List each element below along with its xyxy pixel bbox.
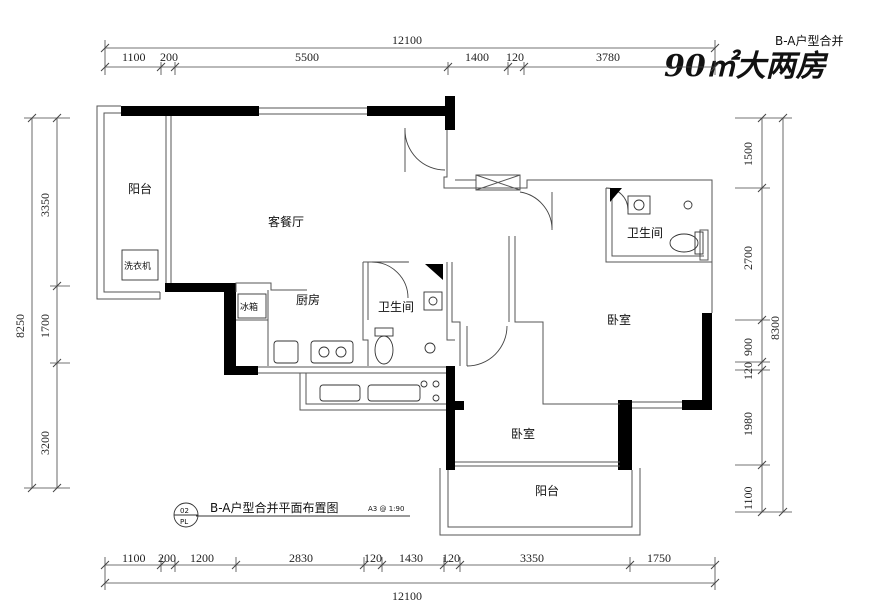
top-dim-6: 3780 (596, 50, 620, 64)
bedroom-1-label: 卧室 (607, 312, 631, 327)
right-total-dimension: 8300 (768, 316, 782, 340)
drawing-caption: 02 PL B-A户型合并平面布置图 A3 @ 1:90 (173, 500, 410, 528)
living-dining-label: 客餐厅 (268, 214, 304, 229)
right-dim-4: 120 (741, 362, 755, 380)
bottom-dim-7: 120 (442, 551, 460, 565)
headline-title: 90㎡大两房 (664, 49, 829, 84)
bathroom-1-label: 卫生间 (378, 300, 414, 314)
caption-title: B-A户型合并平面布置图 (210, 500, 339, 515)
bottom-dim-1: 1100 (122, 551, 146, 565)
right-dim-2: 2700 (741, 246, 755, 270)
top-dim-4: 1400 (465, 50, 489, 64)
caption-code: PL (180, 518, 188, 526)
bottom-dim-6: 1430 (399, 551, 423, 565)
left-dim-1: 3350 (38, 193, 52, 217)
balcony-bottom-label: 阳台 (535, 483, 559, 498)
right-dim-1: 1500 (741, 142, 755, 166)
top-total-dimension: 12100 (392, 33, 422, 47)
plan-name-label: B-A户型合并 (775, 33, 844, 48)
bottom-dim-5: 120 (364, 551, 382, 565)
right-dim-5: 1980 (741, 412, 755, 436)
door-swings (371, 128, 629, 367)
washer-label: 洗衣机 (124, 260, 151, 272)
partition-walls (96, 105, 713, 536)
top-dim-2: 200 (160, 50, 178, 64)
fixtures (121, 195, 704, 402)
right-dim-3: 900 (741, 338, 755, 356)
bathroom-2-label: 卫生间 (627, 226, 663, 240)
top-dim-5: 120 (506, 50, 524, 64)
fridge-label: 冰箱 (240, 301, 258, 313)
left-dim-3: 3200 (38, 431, 52, 455)
bottom-dim-8: 3350 (520, 551, 544, 565)
top-dim-1: 1100 (122, 50, 146, 64)
left-total-dimension: 8250 (13, 314, 27, 338)
kitchen-label: 厨房 (296, 292, 320, 307)
left-dim-2: 1700 (38, 314, 52, 338)
bottom-dim-2: 200 (158, 551, 176, 565)
shaft-markers (425, 188, 622, 280)
bedroom-2-label: 卧室 (511, 426, 535, 441)
caption-number: 02 (180, 507, 189, 515)
bottom-dim-4: 2830 (289, 551, 313, 565)
right-dimension-chain (735, 117, 792, 513)
caption-scale: A3 @ 1:90 (368, 505, 404, 513)
top-dimension-chain (104, 40, 716, 75)
top-dim-3: 5500 (295, 50, 319, 64)
bottom-dim-3: 1200 (190, 551, 214, 565)
right-dimension-ticks (757, 113, 788, 517)
balcony-top-label: 阳台 (128, 181, 152, 196)
bottom-total-dimension: 12100 (392, 589, 422, 603)
right-dim-6: 1100 (741, 486, 755, 510)
bottom-dim-9: 1750 (647, 551, 671, 565)
bottom-dimension-ticks (100, 560, 720, 588)
structural-walls (121, 96, 712, 470)
left-dimension-ticks (27, 113, 62, 493)
top-dimension-ticks (100, 43, 720, 72)
